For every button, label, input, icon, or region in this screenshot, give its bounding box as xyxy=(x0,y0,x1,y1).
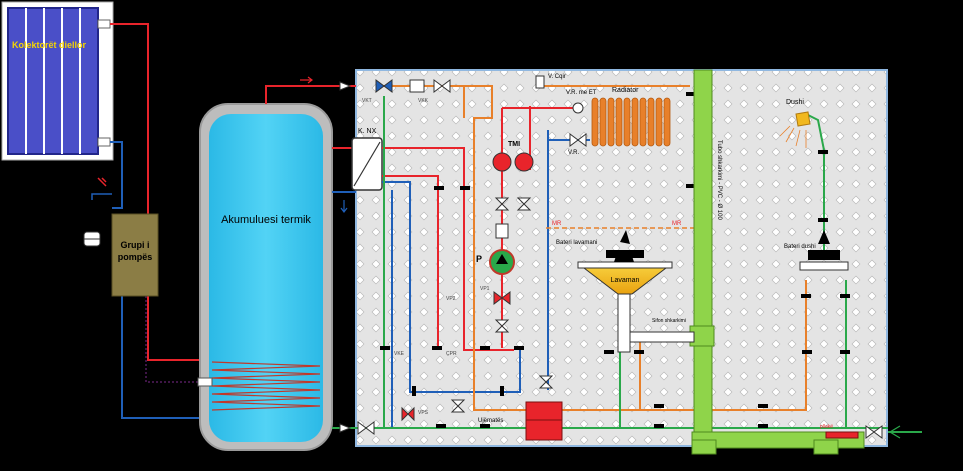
radiator-valve-label-1: V.R. me ET xyxy=(566,90,597,96)
shower xyxy=(779,111,849,271)
drain-pipe-label: Tubo shkarkimi - PVC - Ø 100 xyxy=(716,140,722,220)
shower-battery-label: Bateri dushi xyxy=(784,244,816,250)
pump-p-label: P xyxy=(476,254,482,264)
tmi-label: TMI xyxy=(508,141,520,148)
heat-exchanger xyxy=(351,137,383,191)
small-label-1: VKT xyxy=(362,98,372,104)
shower-label: Dushi xyxy=(786,99,804,106)
cold-valve-label: V. Cqir xyxy=(548,74,566,80)
mr-label-right: MR xyxy=(672,221,682,227)
small-label-7: ÇPR xyxy=(446,351,457,357)
heat-exchanger-label: K. NX xyxy=(358,128,377,135)
valve-icon xyxy=(339,79,883,439)
thermometer-icon xyxy=(514,152,534,172)
drain-pipe xyxy=(689,69,865,455)
siphon-label: Sifon shkarkimi xyxy=(652,318,686,324)
tank-label: Akumuluesi termik xyxy=(221,214,311,226)
radiator-valve-label-2: V.R. xyxy=(568,150,579,156)
small-label-5: VPS xyxy=(418,410,429,416)
plate-label: pllakë xyxy=(820,424,833,430)
thermometer-icon xyxy=(492,152,512,172)
lavaman-battery-label: Bateri lavamani xyxy=(556,240,597,246)
thermal-storage-tank xyxy=(197,103,333,451)
faucet-icon xyxy=(614,230,634,262)
small-label-6: VKE xyxy=(394,351,405,357)
small-label-2: VKK xyxy=(418,98,429,104)
small-label-3: VP1 xyxy=(480,286,490,292)
faucet-icon xyxy=(818,230,830,244)
water-meter xyxy=(525,401,563,441)
radiator-label: Radiator xyxy=(612,87,639,94)
mr-label-left: MR xyxy=(552,221,562,227)
sink xyxy=(577,230,695,353)
water-meter-label: Ujëmatës xyxy=(478,418,503,424)
collector-label: Kolektorët diellor xyxy=(12,40,87,50)
shower-head-icon xyxy=(795,111,811,127)
thermometer-icon xyxy=(97,177,107,187)
lavaman-label: Lavaman xyxy=(611,277,640,284)
radiator xyxy=(591,97,671,147)
solar-collector xyxy=(1,1,114,161)
small-label-4: VP2 xyxy=(446,296,456,302)
